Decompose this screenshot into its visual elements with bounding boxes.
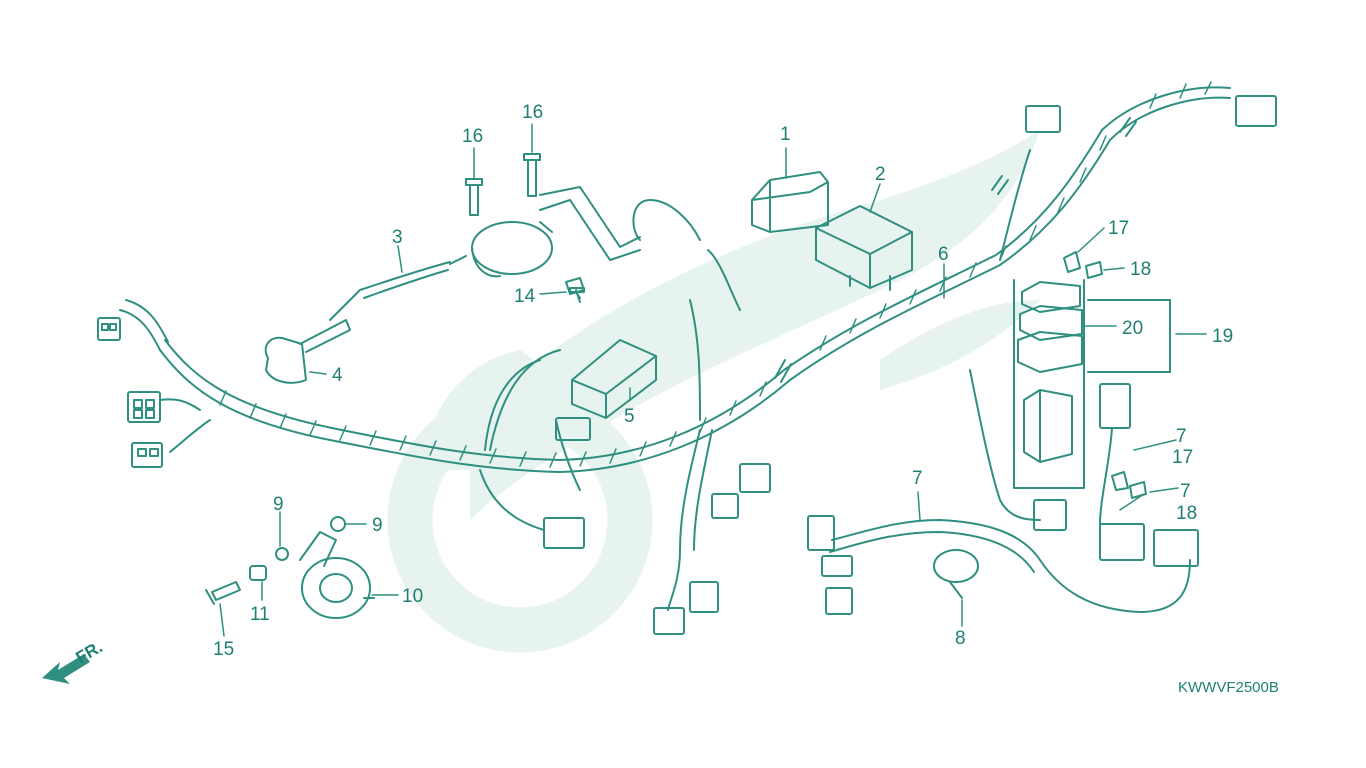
callout-14: 14: [514, 286, 536, 307]
callout-16-a: 16: [462, 126, 483, 147]
clip-17-top: [1063, 251, 1081, 273]
callout-10: 10: [402, 586, 423, 607]
right-connector-c: [825, 587, 853, 615]
part-1-box: [751, 171, 829, 233]
clip-18-top: [1085, 261, 1103, 279]
left-connector-4pin: [131, 442, 163, 468]
callout-9-a: 9: [273, 494, 284, 515]
right-connector-r1: [1099, 523, 1145, 561]
callout-17-a: 17: [1108, 218, 1129, 239]
callout-17-b: 17: [1172, 447, 1193, 468]
callout-3: 3: [392, 227, 403, 248]
callout-6: 6: [938, 244, 949, 265]
callout-4: 4: [332, 365, 343, 386]
right-connector-top: [1099, 383, 1131, 429]
lower-connector-a: [653, 607, 685, 635]
callout-19: 19: [1212, 326, 1233, 347]
top-right-connector-a: [1025, 105, 1061, 133]
callout-7-a: 7: [912, 468, 923, 489]
right-connector-a: [807, 515, 835, 551]
bolt-16-left: [465, 178, 483, 216]
callout-7-b: 7: [1176, 426, 1187, 447]
ignition-coil: [471, 221, 553, 275]
callout-15: 15: [213, 639, 234, 660]
callout-1: 1: [780, 124, 791, 145]
turn-relay: [1023, 389, 1073, 463]
callout-labels: 1 2 3 4 5 6 7 7 7 8 9 9 10 11 14 15 16 1…: [73, 102, 1279, 696]
main-harness: [159, 96, 1231, 473]
callout-8: 8: [955, 628, 966, 649]
callout-9-b: 9: [372, 515, 383, 536]
regulator-rectifier: [571, 339, 657, 419]
regulator-connector: [555, 417, 591, 441]
watermark-logo: [387, 130, 1040, 653]
bolt-14: [565, 277, 585, 303]
relay-20-lower: [1019, 305, 1083, 341]
right-connector-mid: [1033, 499, 1067, 531]
callout-5: 5: [624, 406, 635, 427]
lower-connector-c: [711, 493, 739, 519]
relay-20-upper: [1021, 281, 1081, 313]
bolt-16-right: [523, 153, 541, 197]
callout-20: 20: [1122, 318, 1143, 339]
clip-18-bottom: [1129, 481, 1147, 499]
harness-drawing: [42, 81, 1277, 684]
left-top-connector: [97, 317, 121, 341]
front-arrow-icon: [42, 654, 90, 684]
callout-2: 2: [875, 164, 886, 185]
right-connector-r2: [1153, 529, 1199, 567]
drawing-code: KWWVF2500B: [1178, 679, 1279, 696]
horn: [301, 557, 371, 619]
callout-18-b: 18: [1176, 503, 1197, 524]
callout-7-c: 7: [1180, 481, 1191, 502]
callout-16-b: 16: [522, 102, 543, 123]
callout-11: 11: [250, 604, 270, 625]
clip-17-bottom: [1111, 471, 1129, 491]
lower-mid-connector: [543, 517, 585, 549]
lower-connector-b: [689, 581, 719, 613]
harness-clamp: [933, 549, 979, 583]
callout-18-a: 18: [1130, 259, 1151, 280]
top-right-connector-b: [1235, 95, 1277, 127]
bolt-15: [205, 581, 241, 605]
nut-11: [249, 565, 267, 581]
lower-connector-d: [739, 463, 771, 493]
relay-box: [1017, 331, 1083, 373]
left-connector-6pin: [127, 391, 161, 423]
spark-plug-cap: [264, 336, 307, 384]
part-2-unit: [815, 205, 913, 291]
right-connector-b: [821, 555, 853, 577]
right-harness: [831, 519, 1191, 613]
